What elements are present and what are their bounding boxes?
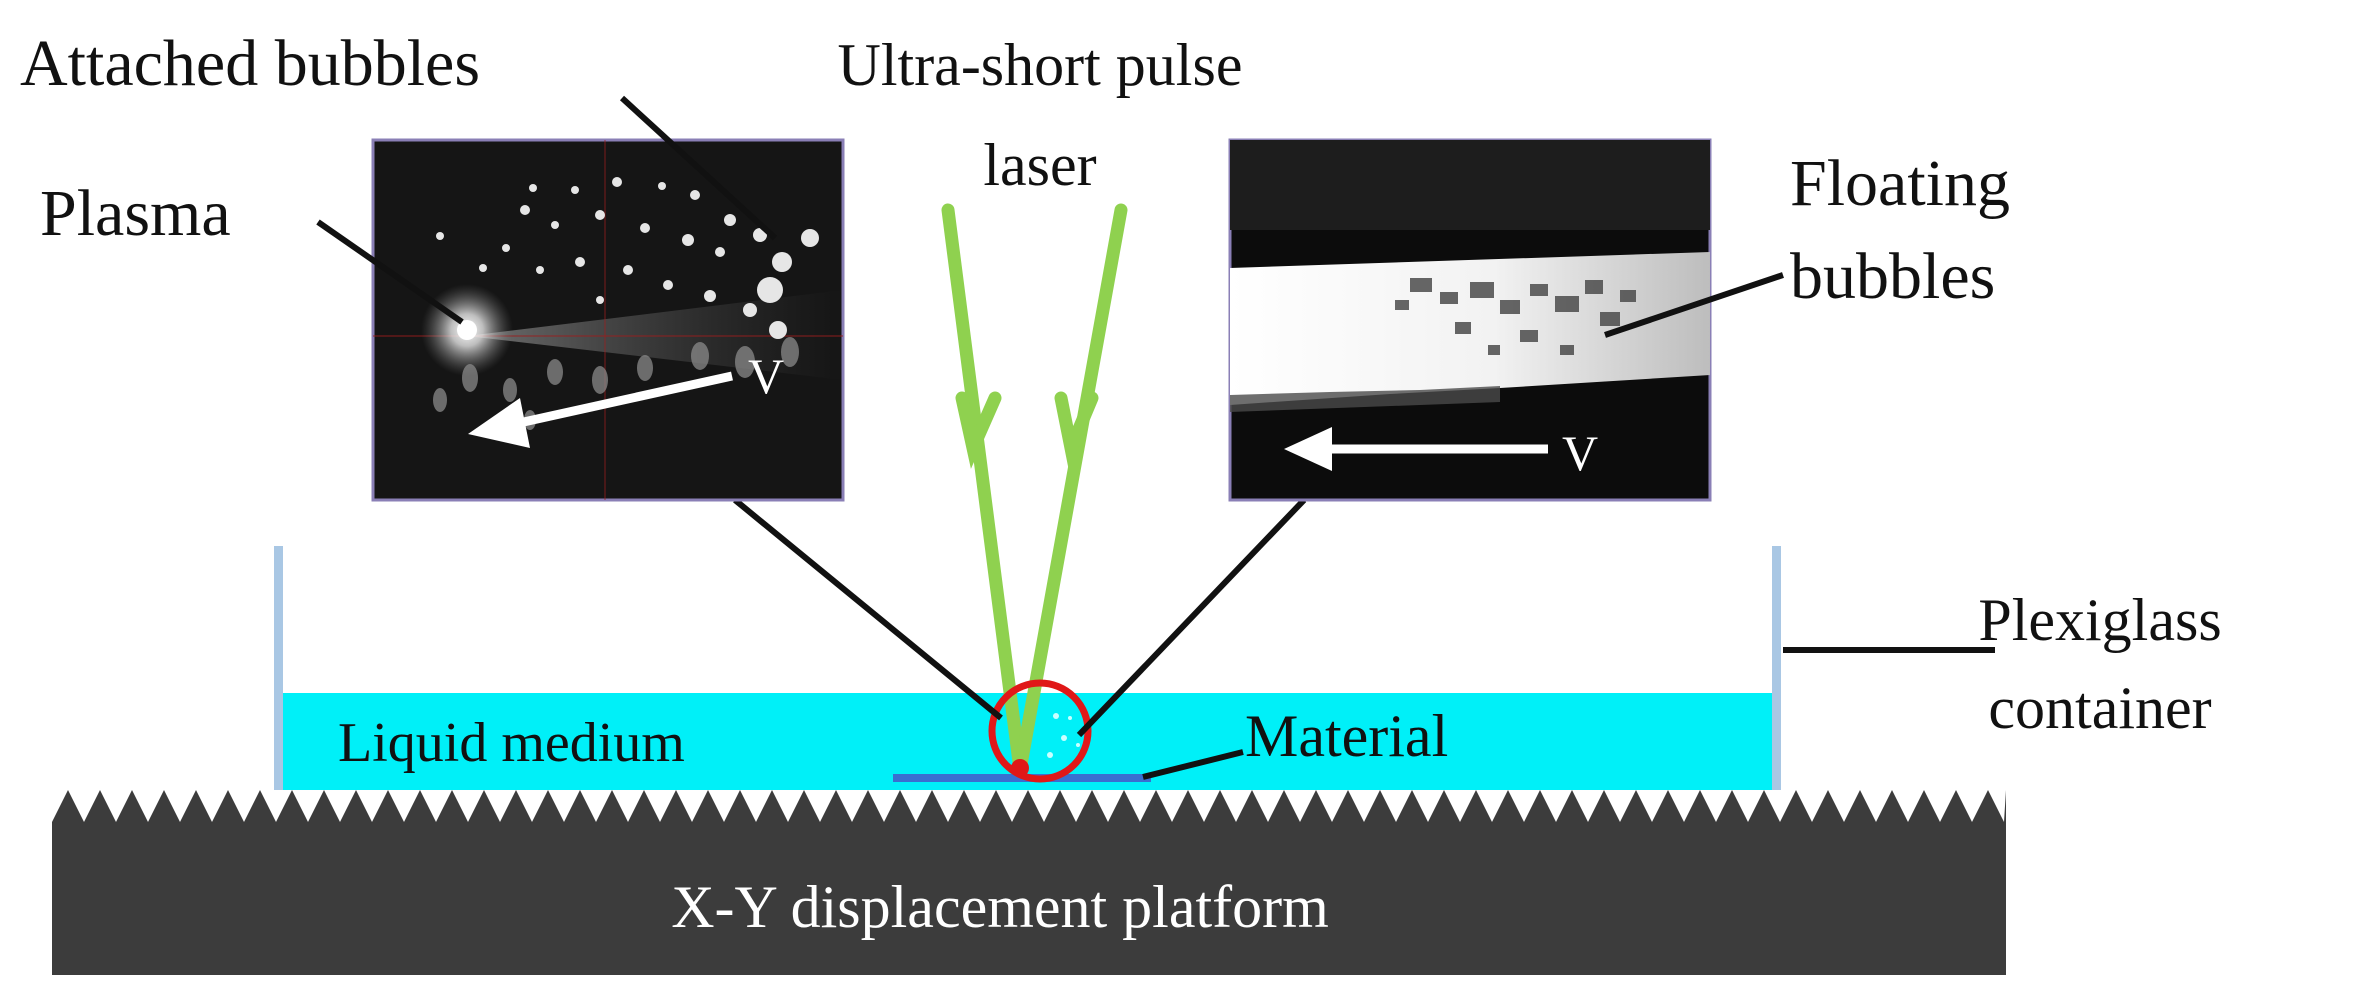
plexiglass-label-line2: container <box>1988 675 2211 741</box>
material-label: Material <box>1245 703 1448 769</box>
material-leader <box>1142 749 1244 780</box>
floating-bubbles-label-line2: bubbles <box>1790 240 1995 313</box>
inset-attached-bubbles: V <box>371 138 845 502</box>
connector-left <box>733 497 1003 721</box>
focus-spot <box>1011 759 1029 777</box>
laser-beam <box>941 203 1128 777</box>
container-wall-left <box>274 546 283 790</box>
liquid-medium-label: Liquid medium <box>338 712 685 774</box>
plasma-leader <box>316 219 464 325</box>
inset-floating-bubbles: V <box>1228 138 1712 502</box>
container-wall-right <box>1772 546 1781 790</box>
velocity-label-right: V <box>1562 425 1598 481</box>
attached-bubbles-label: Attached bubbles <box>20 27 480 100</box>
micro-bubbles <box>1047 713 1080 758</box>
focus-highlight-circle <box>988 679 1092 783</box>
laser-label-line2: laser <box>983 132 1096 198</box>
xy-platform <box>52 790 2006 975</box>
floating-bubbles-label-line1: Floating <box>1790 147 2010 220</box>
laser-label-line1: Ultra-short pulse <box>838 32 1243 98</box>
plexiglass-label-line1: Plexiglass <box>1978 587 2221 653</box>
connector-right <box>1076 497 1307 738</box>
floating-bubbles-leader <box>1604 272 1784 338</box>
platform-label: X-Y displacement platform <box>671 874 1329 940</box>
plasma-label: Plasma <box>40 177 231 250</box>
attached-bubbles-leader <box>619 95 778 241</box>
velocity-label-left: V <box>748 348 784 404</box>
